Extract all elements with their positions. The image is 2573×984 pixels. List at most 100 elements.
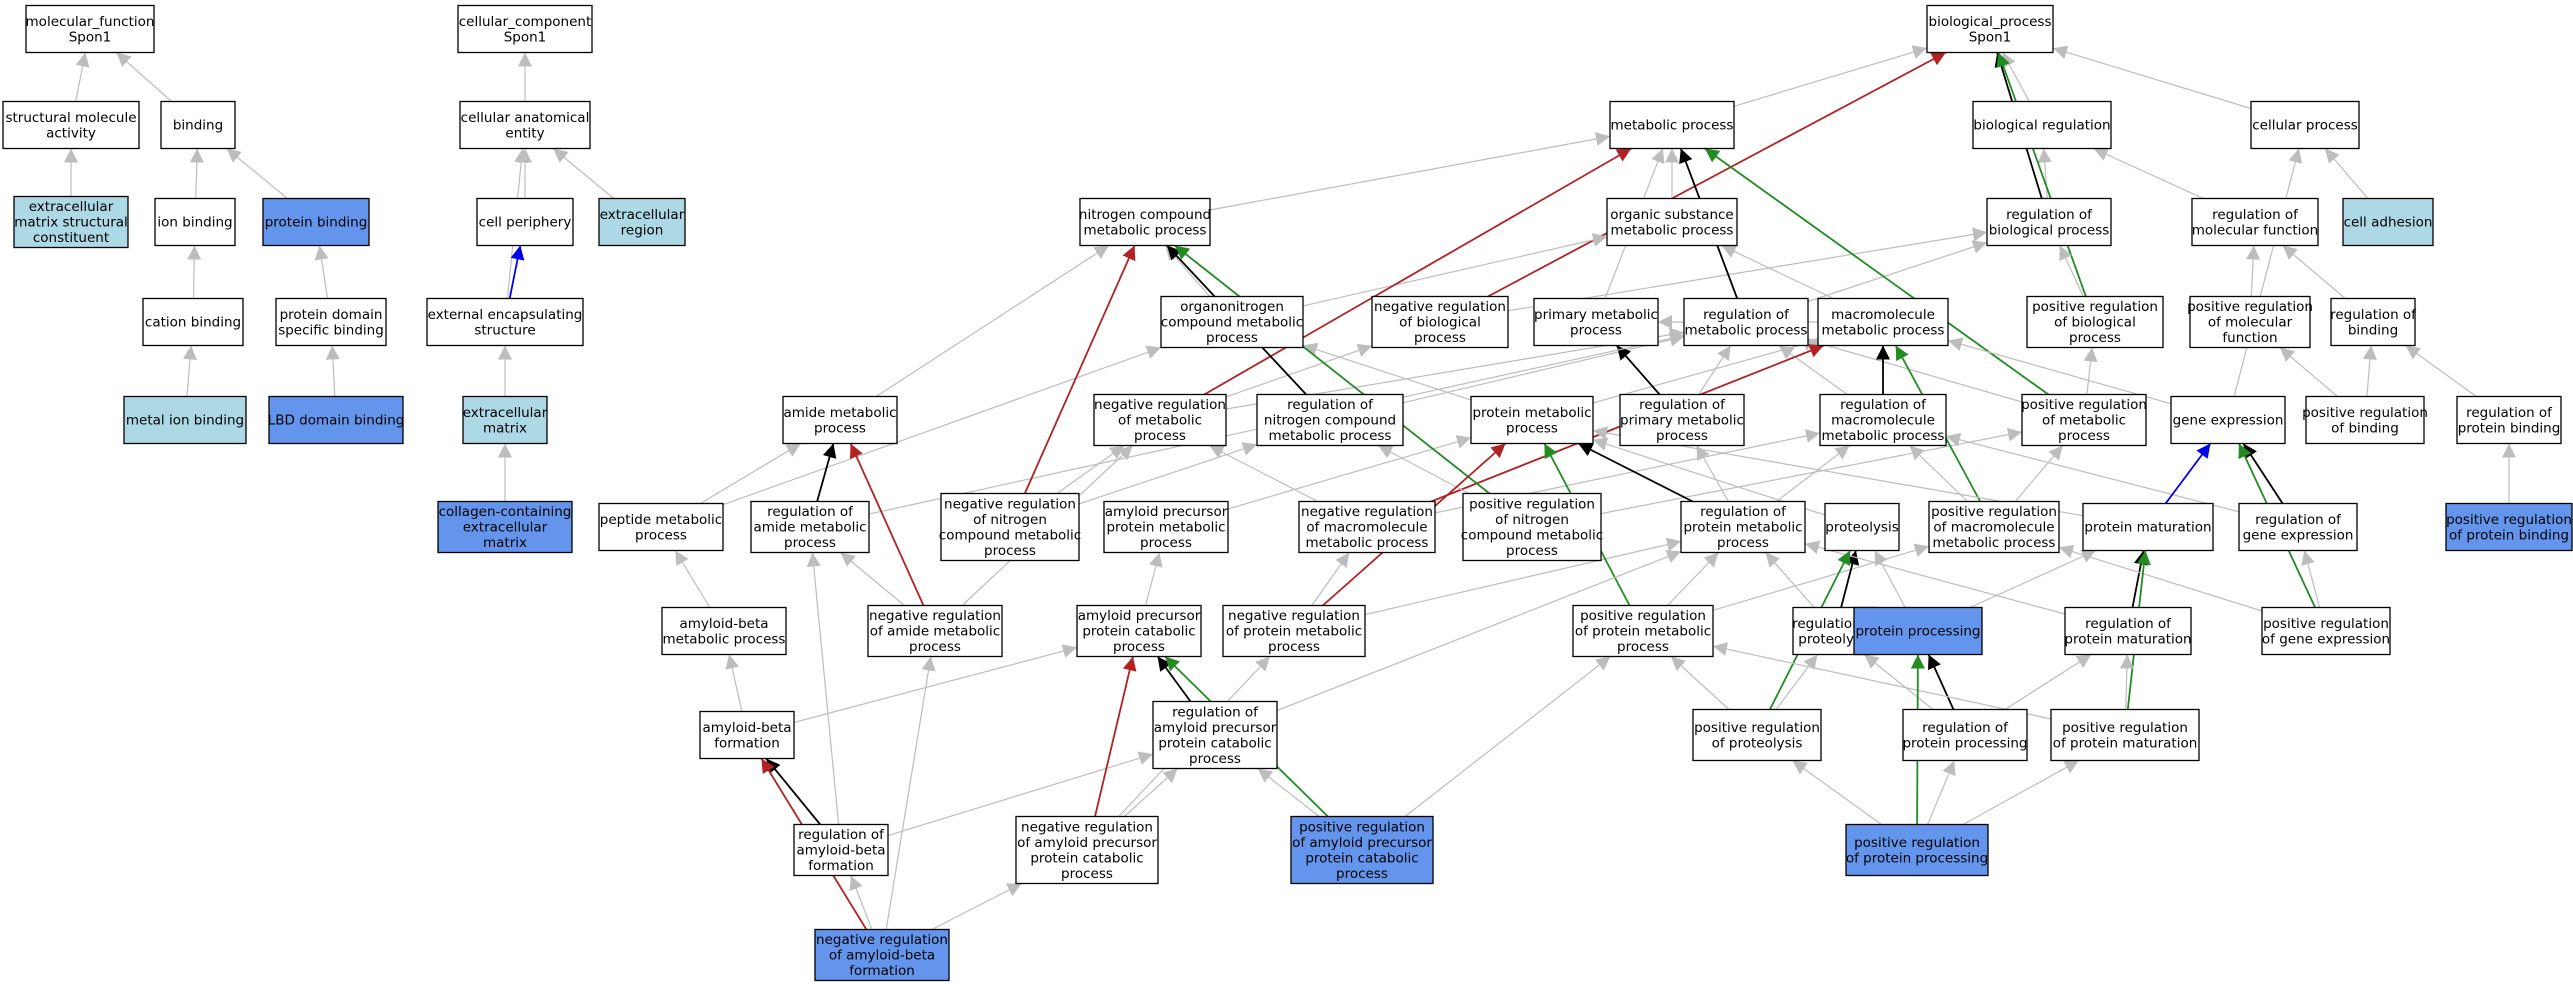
go-term-box [1926, 4, 2054, 54]
go-term-node-gexp: gene expression [2170, 395, 2286, 445]
edge-is-a-prgexp-prmmp [2058, 544, 2263, 612]
edge-is-a-cadh-cp [2324, 148, 2369, 199]
edge-regulates-rpproc-pproc [1927, 654, 1955, 710]
go-term-label-line: positive regulation [1931, 504, 2057, 520]
go-term-label-line: regulation of [798, 827, 885, 843]
edge-is-a-pepmp-oncmp [722, 345, 1162, 506]
edge-is-a-rpproc-rprot [1864, 654, 1934, 710]
edge-is-a-rpmp-rmp [1698, 345, 1732, 395]
edge-is-a-nramp-ramp [840, 552, 905, 606]
go-term-box [2189, 295, 2311, 349]
go-term-label-line: extracellular [29, 199, 114, 215]
go-term-label-line: regulation of [1922, 720, 2009, 736]
go-term-label-line: LBD domain binding [268, 413, 405, 429]
go-term-box [462, 395, 548, 445]
go-term-box [2330, 297, 2416, 347]
edge-is-a-prprot-rprot [1775, 654, 1818, 710]
go-term-label-line: regulation of [1700, 504, 1787, 520]
go-term-label-line: metabolic process [1822, 428, 1945, 444]
go-term-label-line: external encapsulating [428, 307, 583, 323]
go-term-label-line: primary metabolic [1534, 307, 1658, 323]
go-term-box [2191, 197, 2319, 247]
go-term-label-line: regulation of [2255, 512, 2342, 528]
go-term-label-line: regulation of [1840, 397, 1927, 413]
go-term-label-line: process [909, 639, 961, 655]
go-term-box [1093, 393, 1227, 447]
edge-is-a-rprotmp-rpmp [1695, 445, 1730, 502]
go-term-box [1470, 395, 1594, 445]
go-term-label-line: amyloid precursor [1154, 720, 1277, 736]
go-term-label-line: amide metabolic [753, 520, 866, 536]
go-term-label-line: gene expression [2243, 527, 2354, 543]
go-term-label-line: region [621, 222, 664, 238]
edge-is-a-prmmp-prmp [2014, 445, 2064, 502]
edge-is-a-pepmp-amp [699, 442, 802, 505]
go-term-label-line: process [1506, 420, 1558, 436]
go-term-label-line: process [814, 420, 866, 436]
go-term-label-line: function [2222, 330, 2277, 346]
edge-is-a-rmp-rbp [1807, 240, 1988, 303]
edge-is-a-abf-appcp [793, 644, 1078, 724]
edge-is-a-nrncmp-rncmp [1078, 442, 1258, 505]
go-term-label-line: negative regulation [944, 496, 1076, 512]
edge-is-a-amp-ncmp [875, 244, 1110, 398]
go-term-node-cadh: cell adhesion [2342, 197, 2434, 247]
go-term-label-line: metabolic process [1933, 535, 2056, 551]
edge-is-a-prmmp-rmmp [1909, 445, 1968, 502]
go-term-label-line: regulation of [2085, 616, 2172, 632]
go-term-label-line: positive regulation [1854, 835, 1980, 851]
go-term-box [2238, 502, 2358, 552]
edge-is-a-nrabf-rabf [849, 875, 873, 930]
go-term-label-line: formation [808, 858, 874, 874]
go-term-label-line: of protein processing [1846, 850, 1988, 866]
go-term-label-line: of nitrogen [973, 512, 1047, 528]
go-term-label-line: cell adhesion [2344, 215, 2433, 231]
edge-positively-regulates-prmp-mp [1704, 147, 2049, 396]
go-term-label-line: of nitrogen [1495, 512, 1569, 528]
edge-is-a-appmp-protmp [1227, 435, 1472, 510]
go-term-label-line: negative regulation [1301, 504, 1433, 520]
go-term-label-line: negative regulation [1021, 819, 1153, 835]
go-term-label-line: protein catabolic [1158, 735, 1271, 751]
go-term-box [1076, 604, 1202, 658]
go-term-box [1609, 100, 1735, 150]
go-term-box [2170, 395, 2286, 445]
go-term-box [793, 823, 889, 877]
go-term-label-line: process [1570, 322, 1622, 338]
go-term-node-prot: proteolysis [1824, 502, 1900, 552]
go-term-label-line: process [1113, 639, 1165, 655]
go-term-box [940, 492, 1080, 562]
go-term-label-line: protein catabolic [1305, 850, 1418, 866]
edge-is-a-lbd-pdsb [325, 345, 340, 397]
go-term-label-line: biological regulation [1973, 118, 2110, 134]
go-term-label-line: constituent [33, 230, 109, 246]
edge-is-a-rprotb-rbind [2405, 345, 2477, 397]
edge-is-a-rncmp-rmp [1402, 332, 1685, 404]
edge-positively-regulates-prbp-bp [1996, 52, 2087, 297]
go-term-box [142, 297, 244, 347]
go-term-box [2082, 502, 2214, 552]
go-term-box [598, 502, 724, 552]
go-term-label-line: protein metabolic [1472, 405, 1591, 421]
go-term-box [1853, 606, 1983, 656]
go-term-label-line: negative regulation [1228, 608, 1360, 624]
edge-is-a-prprotmp-rprotmp [1667, 552, 1719, 606]
edge-regulates-rabf-abf [765, 757, 821, 826]
go-term-label-line: positive regulation [1299, 819, 1425, 835]
edge-is-a-nrappcp-rappcp [1123, 768, 1179, 817]
go-term-label-line: of protein maturation [2053, 735, 2198, 751]
graph-nodes: molecular_functionSpon1cellular_componen… [2, 4, 2573, 982]
go-term-label-line: structural molecule [5, 110, 136, 126]
go-term-box [1928, 500, 2060, 554]
